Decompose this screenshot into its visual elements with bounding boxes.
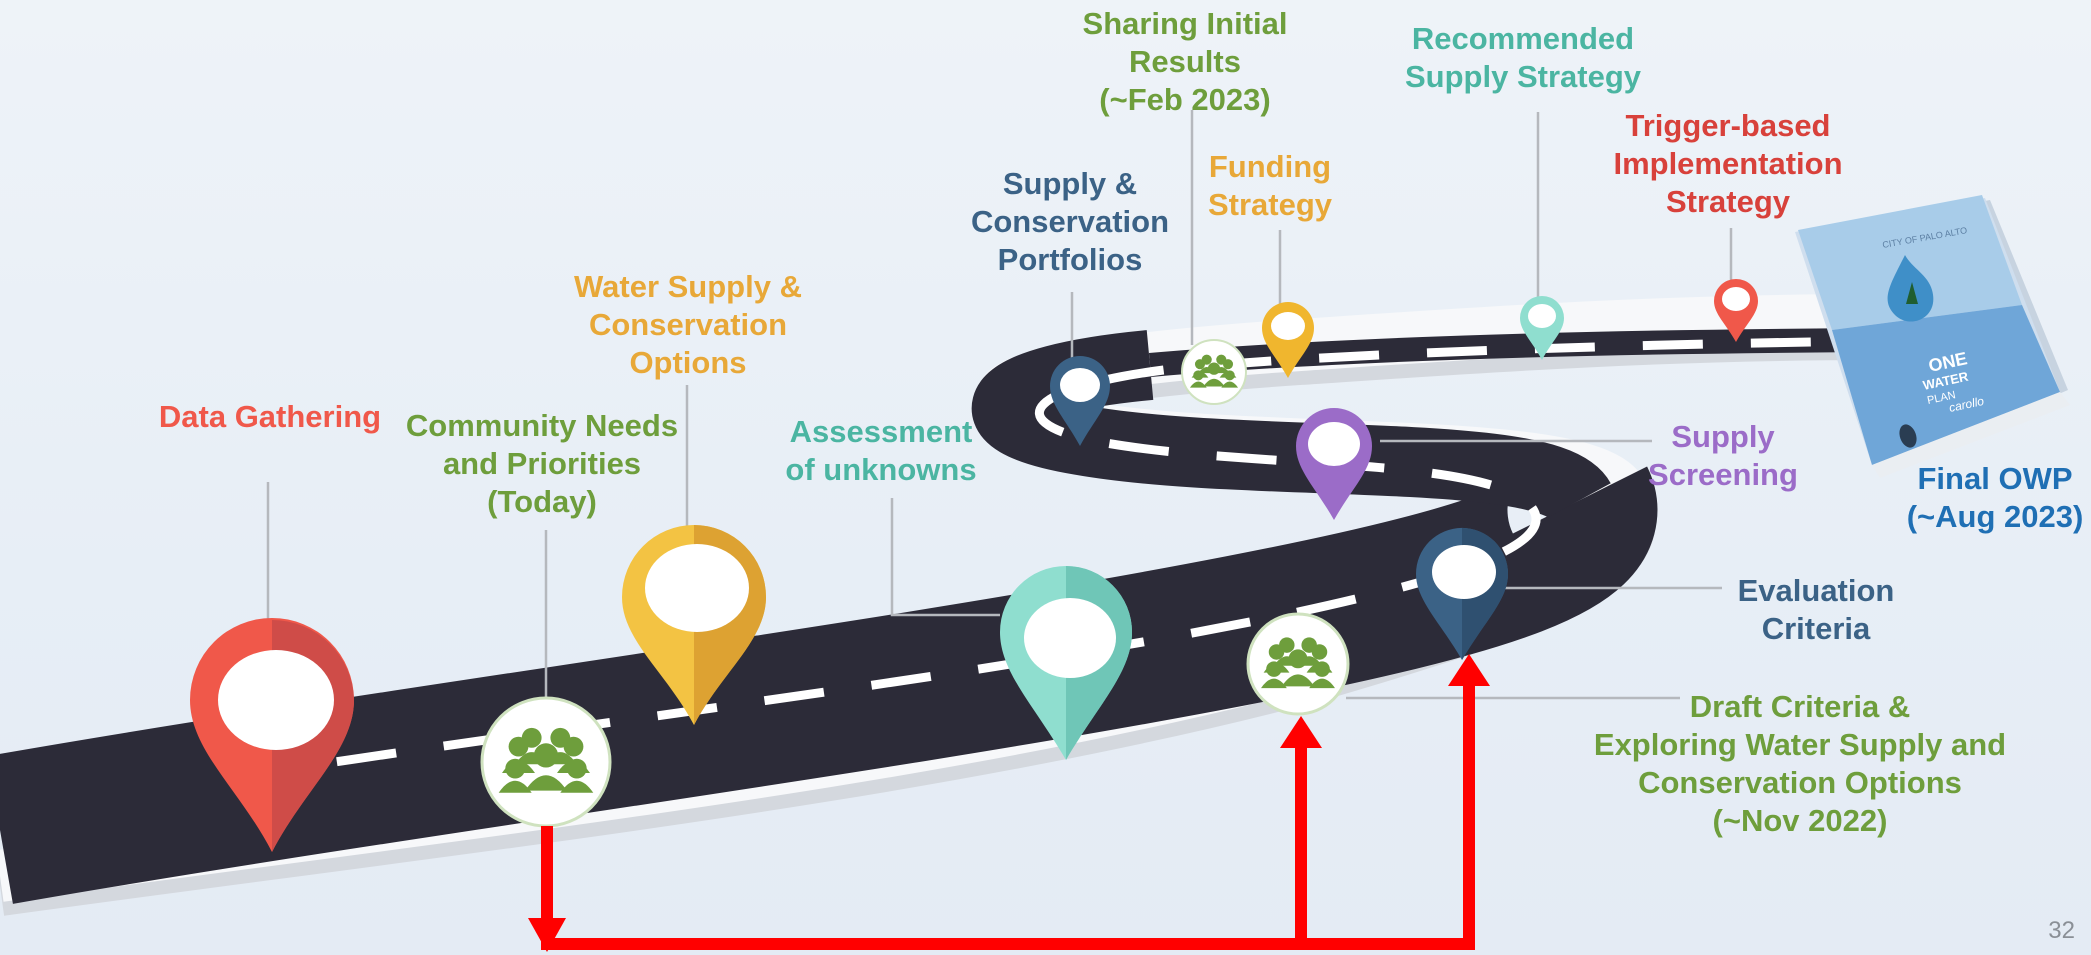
label-community-needs: Community Needs and Priorities (Today) (405, 408, 679, 519)
label-assessment-unknowns: Assessment of unknowns (785, 414, 977, 487)
pin-portfolios (1050, 356, 1110, 446)
label-recommended-strategy: Recommended Supply Strategy (1405, 21, 1641, 94)
label-final-owp: Final OWP (~Aug 2023) (1906, 461, 2084, 534)
pin-data-gathering (190, 617, 355, 852)
label-trigger-strategy: Trigger-based Implementation Strategy (1613, 108, 1843, 219)
community-group-icon (1181, 339, 1247, 405)
pin-supply-screening (1296, 408, 1372, 520)
label-supply-screening: Supply Screening (1648, 419, 1798, 492)
label-data-gathering: Data Gathering (158, 399, 382, 434)
label-evaluation-criteria: Evaluation Criteria (1737, 573, 1895, 646)
leader-lines (266, 110, 1733, 700)
pin-funding (1262, 302, 1314, 378)
label-draft-criteria: Draft Criteria & Exploring Water Supply … (1593, 689, 2007, 838)
label-portfolios: Supply & Conservation Portfolios (970, 166, 1170, 277)
community-group-icon (480, 696, 612, 828)
binder-icon: CITY OF PALO ALTO ONE WATER PLAN carollo (1795, 195, 2070, 478)
pin-trigger (1714, 279, 1758, 342)
svg-text:PLAN: PLAN (1926, 389, 1957, 407)
arrow-icon (528, 654, 1490, 952)
label-funding-strategy: Funding Strategy (1207, 149, 1333, 222)
label-sharing-results: Sharing Initial Results (~Feb 2023) (1082, 6, 1288, 117)
pin-evaluation (1416, 527, 1509, 660)
pin-recommended (1520, 296, 1564, 360)
community-group-icon (1246, 612, 1350, 716)
lane-dashes (229, 336, 1871, 783)
pin-water-supply-options (622, 525, 766, 725)
pin-assessment (1000, 566, 1132, 760)
page-number: 32 (2048, 917, 2075, 944)
label-water-supply-options: Water Supply & Conservation Options (574, 269, 802, 380)
